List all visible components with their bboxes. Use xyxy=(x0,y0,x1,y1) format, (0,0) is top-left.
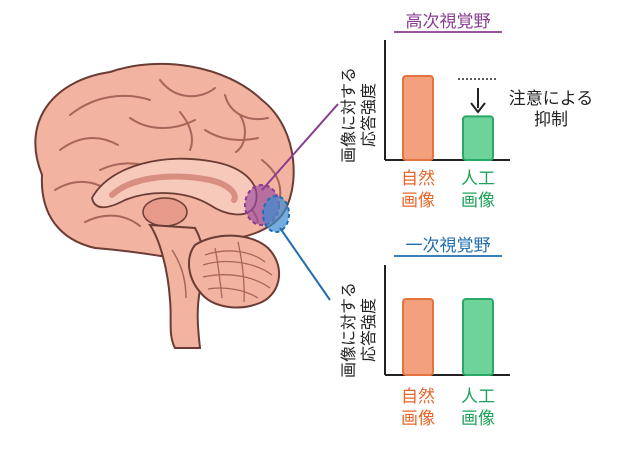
bar-primary-natural xyxy=(402,298,434,376)
category-primary-natural-line1: 自然 xyxy=(401,387,435,407)
higher-leader-line xyxy=(261,103,339,191)
category-higher-natural-line2: 画像 xyxy=(401,191,435,211)
annotation-line2: 抑制 xyxy=(534,110,568,130)
ylabel-higher-line2: 応答強度 xyxy=(359,83,378,147)
primary-leader-line xyxy=(279,227,331,301)
ylabel-higher-line1: 画像に対する xyxy=(339,67,358,163)
category-primary-artificial-line1: 人工 xyxy=(461,387,495,407)
category-higher-natural-line1: 自然 xyxy=(401,169,435,189)
suppression-arrow-head xyxy=(470,102,486,114)
panel-title-primary: 一次視覚野 xyxy=(406,236,491,256)
brain-illustration xyxy=(34,62,295,349)
bar-primary-artificial xyxy=(462,298,494,376)
primary-visual-area-marker xyxy=(262,195,290,233)
panel-title-higher: 高次視覚野 xyxy=(406,12,491,32)
panel-higher: 高次視覚野 画像に対する 応答強度 注意による 抑制 自然 画像 人工 画像 xyxy=(339,12,593,211)
annotation-line1: 注意による xyxy=(509,89,594,109)
category-higher-artificial-line2: 画像 xyxy=(461,191,495,211)
category-primary-artificial-line2: 画像 xyxy=(461,409,495,429)
bar-higher-artificial xyxy=(462,115,494,161)
panel-primary: 一次視覚野 画像に対する 応答強度 自然 画像 人工 画像 xyxy=(339,236,510,429)
thalamus xyxy=(142,197,188,227)
ylabel-primary-line2: 応答強度 xyxy=(359,298,378,362)
category-higher-artificial-line1: 人工 xyxy=(461,169,495,189)
category-primary-natural-line2: 画像 xyxy=(401,409,435,429)
ylabel-primary-line1: 画像に対する xyxy=(339,282,358,378)
bar-higher-natural xyxy=(402,75,434,161)
